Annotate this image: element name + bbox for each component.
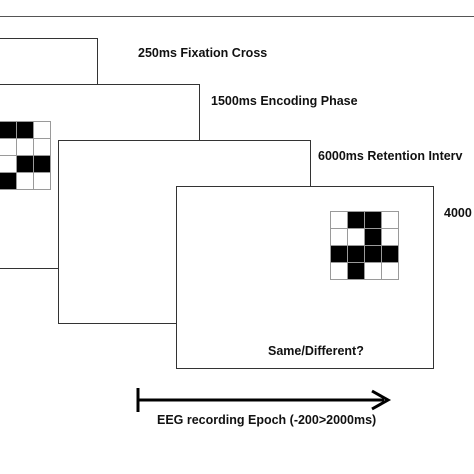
grid-cell	[0, 139, 17, 156]
grid-cell	[17, 173, 34, 190]
top-rule	[0, 16, 474, 17]
grid-cell	[382, 229, 399, 246]
grid-cell	[382, 212, 399, 229]
grid-cell	[348, 246, 365, 263]
fixation-screen	[0, 38, 98, 86]
grid-cell	[17, 122, 34, 139]
grid-cell	[331, 229, 348, 246]
grid-cell	[382, 263, 399, 280]
grid-cell	[365, 229, 382, 246]
grid-cell	[0, 156, 17, 173]
epoch-label: EEG recording Epoch (-200>2000ms)	[157, 413, 377, 427]
grid-cell	[348, 229, 365, 246]
grid-cell	[17, 139, 34, 156]
grid-cell	[34, 122, 51, 139]
epoch-arrow-head	[371, 389, 392, 411]
grid-cell	[34, 173, 51, 190]
grid-cell	[365, 263, 382, 280]
grid-cell	[34, 156, 51, 173]
grid-cell	[382, 246, 399, 263]
grid-cell	[331, 246, 348, 263]
grid-cell	[331, 263, 348, 280]
grid-cell	[0, 173, 17, 190]
fixation-label: 250ms Fixation Cross	[138, 46, 268, 60]
grid-cell	[331, 212, 348, 229]
grid-cell	[34, 139, 51, 156]
encoding-pattern-grid	[0, 121, 51, 190]
grid-cell	[365, 212, 382, 229]
grid-cell	[17, 156, 34, 173]
grid-cell	[365, 246, 382, 263]
probe-label: 4000	[444, 206, 472, 220]
grid-cell	[348, 263, 365, 280]
probe-prompt: Same/Different?	[268, 344, 364, 358]
retention-label: 6000ms Retention Interv	[318, 149, 463, 163]
epoch-arrow	[136, 388, 392, 412]
encoding-label: 1500ms Encoding Phase	[211, 94, 358, 108]
probe-pattern-grid	[330, 211, 399, 280]
grid-cell	[0, 122, 17, 139]
grid-cell	[348, 212, 365, 229]
